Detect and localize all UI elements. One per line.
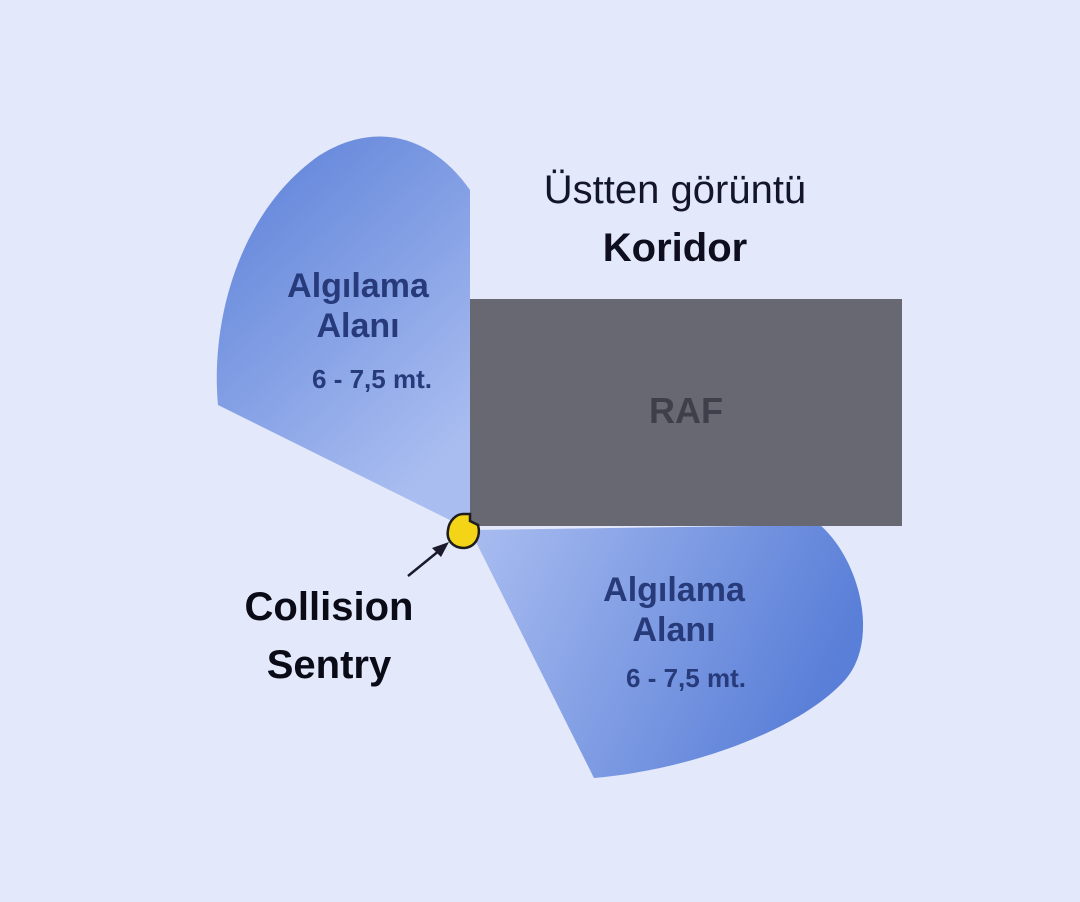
sensor-arrow-head <box>432 542 449 557</box>
zone-title-line2: Alanı <box>316 307 400 345</box>
shelf-rack <box>470 299 902 526</box>
view-label: Üstten görüntü <box>543 168 807 212</box>
shelf-label: RAF <box>649 390 723 431</box>
detection-zone-lower-range: 6 - 7,5 mt. <box>626 663 746 693</box>
detection-zone-upper <box>216 136 470 530</box>
sensor-label-line1: Collision <box>244 585 414 629</box>
sensor-pointer-arrow <box>407 549 441 577</box>
zone-title-line1: Algılama <box>287 267 429 305</box>
zone-title-line1: Algılama <box>603 571 745 609</box>
detection-zone-upper-title: Algılama Alanı <box>238 266 478 346</box>
detection-zone-lower <box>470 525 864 778</box>
collision-sentry-sensor <box>446 512 481 550</box>
detection-zone-upper-range: 6 - 7,5 mt. <box>312 364 432 394</box>
sensor-label-line2: Sentry <box>266 643 392 687</box>
sensor-label: Collision Sentry <box>200 578 458 694</box>
zone-title-line2: Alanı <box>632 611 716 649</box>
detection-zone-lower-title: Algılama Alanı <box>554 570 794 650</box>
corridor-label: Koridor <box>602 226 748 270</box>
